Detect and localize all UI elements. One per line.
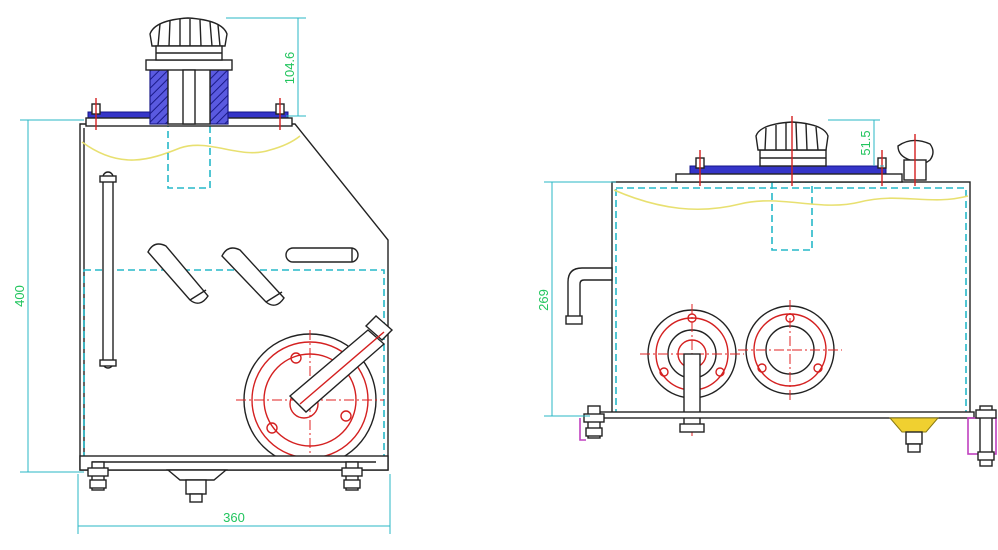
side-dim-cap-height-text: 51.5	[858, 130, 873, 155]
side-foot-left	[579, 405, 605, 441]
front-filler-neck-left	[149, 67, 169, 125]
side-drain-assembly	[888, 417, 940, 453]
front-level-gauge	[99, 171, 117, 369]
front-dim-height-text: 400	[12, 285, 27, 307]
front-angled-tube-1	[147, 243, 209, 304]
front-internal-hidden-outline	[83, 269, 385, 467]
front-bolt-left	[91, 98, 101, 130]
front-dim-cap-height-text: 104.6	[282, 52, 297, 85]
front-base-skid	[79, 455, 389, 471]
side-dim-height: 269	[536, 181, 616, 417]
front-angled-tube-2	[221, 247, 285, 306]
side-base-skid	[589, 411, 975, 419]
front-dim-cap-height: 104.6	[226, 17, 306, 117]
side-bolt-right	[877, 150, 887, 186]
side-top-plate	[675, 173, 903, 183]
front-horizontal-tube	[285, 247, 359, 263]
side-foot-right	[967, 405, 997, 467]
front-breather-cap	[149, 17, 228, 47]
front-filler-stem	[182, 69, 196, 125]
front-angled-outlet-pipe	[288, 315, 394, 413]
front-cap-ribs	[157, 19, 221, 47]
side-bolt-left	[695, 150, 705, 186]
front-foot-right	[341, 461, 363, 491]
side-return-pipe	[565, 267, 613, 325]
front-oil-level	[81, 135, 301, 161]
side-dim-height-text: 269	[536, 289, 551, 311]
front-dim-width-text: 360	[223, 510, 245, 525]
front-filler-pipe-hidden	[167, 123, 211, 189]
side-filler-pipe-hidden	[771, 181, 813, 251]
side-level-knob	[897, 134, 934, 186]
front-bolt-right	[275, 98, 285, 130]
front-filler-neck-collar	[145, 59, 233, 71]
side-flange-left	[640, 304, 744, 436]
side-flange-right	[738, 300, 842, 400]
side-oil-level	[613, 189, 969, 211]
front-dim-width: 360	[77, 474, 391, 534]
front-view: 104.6 400 360	[12, 17, 394, 534]
side-dim-cap-height: 51.5	[828, 119, 884, 167]
side-cap-ribs	[764, 122, 819, 151]
front-filler-neck-right	[209, 67, 229, 125]
front-foot-left	[87, 461, 109, 491]
side-view: 269 51.5	[536, 116, 997, 467]
front-drain-plug	[166, 469, 228, 503]
front-dim-height: 400	[12, 119, 84, 473]
